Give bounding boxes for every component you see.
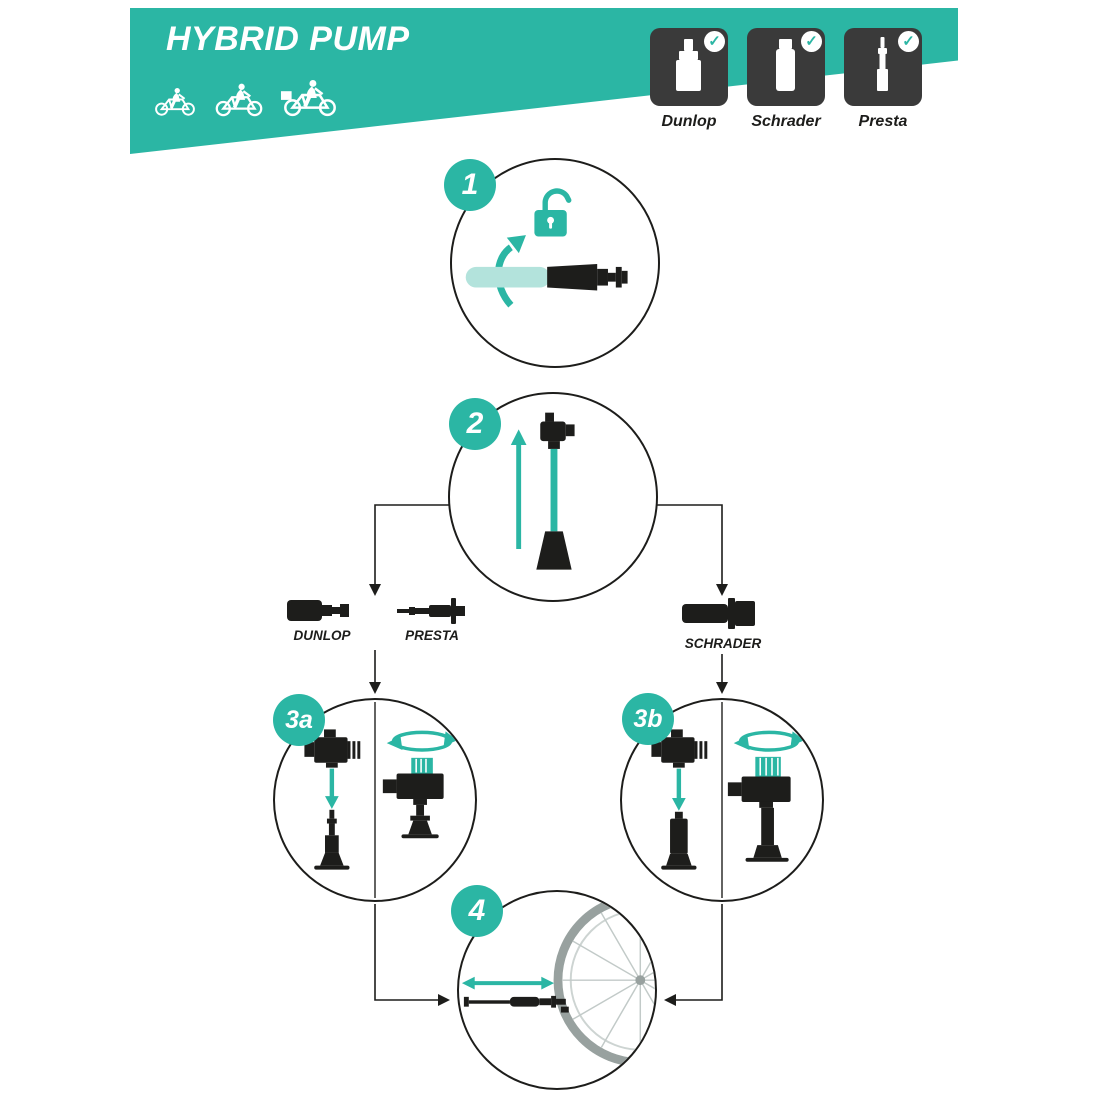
down-arrow-icon	[325, 768, 339, 809]
step-number: 1	[461, 168, 479, 201]
kids-bike-icon	[155, 87, 195, 116]
head-on-valve-icon	[382, 757, 444, 839]
step-number: 2	[466, 407, 484, 440]
valve-box: ✓	[650, 28, 728, 106]
step-number: 3a	[285, 705, 313, 734]
step-3b-badge: 3b	[622, 693, 674, 745]
check-icon: ✓	[801, 31, 822, 52]
valve-type-schrader: ✓ Schrader	[747, 28, 825, 131]
pump-head-icon	[304, 729, 361, 768]
presta-valve-icon	[877, 37, 888, 91]
check-icon: ✓	[898, 31, 919, 52]
schrader-valve-icon	[776, 39, 795, 91]
open-padlock-icon	[534, 188, 572, 237]
dunlop-valve-illustration	[287, 600, 349, 621]
step-number: 4	[468, 894, 486, 927]
valve-type-label: Presta	[858, 113, 908, 130]
attach-head-dunlop-presta-illustration	[304, 701, 458, 899]
step-4-badge: 4	[451, 885, 503, 937]
rotate-arrow-icon	[494, 235, 526, 308]
rotate-arrow-icon	[386, 730, 458, 752]
valve-box: ✓	[747, 28, 825, 106]
pump-on-valve-icon	[463, 995, 569, 1013]
valve-type-presta: ✓ Presta	[844, 28, 922, 131]
step-4-circle	[457, 890, 657, 1090]
bike-icons	[152, 76, 340, 118]
road-bike-icon	[215, 83, 263, 117]
check-icon: ✓	[704, 31, 725, 52]
pump-handle-illustration	[465, 263, 628, 291]
presta-valve-illustration	[397, 598, 465, 624]
page-title: HYBRID PUMP	[166, 20, 410, 58]
dunlop-label: DUNLOP	[293, 628, 351, 643]
presta-valve-icon	[314, 809, 350, 870]
step-1-badge: 1	[444, 159, 496, 211]
extend-hose-illustration	[510, 412, 575, 570]
rotate-arrow-icon	[733, 730, 805, 752]
step-3a-badge: 3a	[273, 694, 325, 746]
attach-head-schrader-illustration	[651, 701, 805, 899]
schrader-label: SCHRADER	[684, 636, 762, 651]
dunlop-valve-icon	[676, 39, 701, 91]
unlock-pump-illustration	[465, 188, 628, 308]
down-arrow-icon	[672, 768, 686, 811]
step-number: 3b	[633, 704, 663, 733]
schrader-valve-illustration	[682, 598, 755, 629]
head-on-valve-icon	[727, 756, 791, 862]
step-2-badge: 2	[449, 398, 501, 450]
city-bike-icon	[280, 79, 336, 117]
schrader-valve-icon	[661, 811, 697, 870]
valve-type-label: Dunlop	[661, 113, 717, 130]
valve-type-dunlop: ✓ Dunlop	[650, 28, 728, 131]
presta-label: PRESTA	[405, 628, 459, 643]
pump-hose-illustration	[536, 412, 575, 570]
valve-box: ✓	[844, 28, 922, 106]
valve-type-label: Schrader	[751, 113, 821, 130]
up-arrow-icon	[510, 429, 527, 549]
pump-head-icon	[651, 729, 708, 768]
pump-stroke-arrow-icon	[461, 976, 555, 990]
